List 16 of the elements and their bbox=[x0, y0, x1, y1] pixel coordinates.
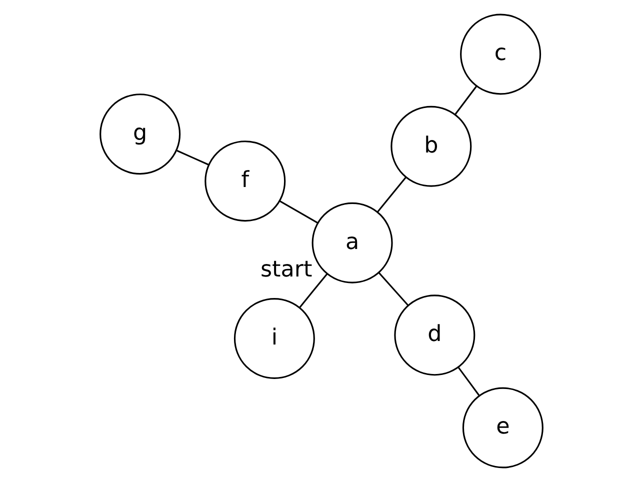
connector bbox=[176, 150, 208, 166]
node-circle: a bbox=[311, 202, 392, 284]
node-circle: d bbox=[394, 294, 475, 376]
node-label: start bbox=[260, 256, 312, 283]
connector bbox=[454, 86, 477, 115]
connector bbox=[298, 273, 328, 308]
connector bbox=[457, 367, 480, 396]
connector bbox=[278, 200, 318, 224]
node-circle: g bbox=[99, 94, 180, 175]
node-circle: c bbox=[460, 14, 541, 95]
node-circle: e bbox=[462, 387, 543, 468]
node-circle: i bbox=[233, 298, 314, 380]
node-circle: f bbox=[204, 140, 286, 222]
connector bbox=[378, 272, 408, 306]
node-circle: b bbox=[390, 106, 472, 187]
connector bbox=[376, 176, 406, 212]
